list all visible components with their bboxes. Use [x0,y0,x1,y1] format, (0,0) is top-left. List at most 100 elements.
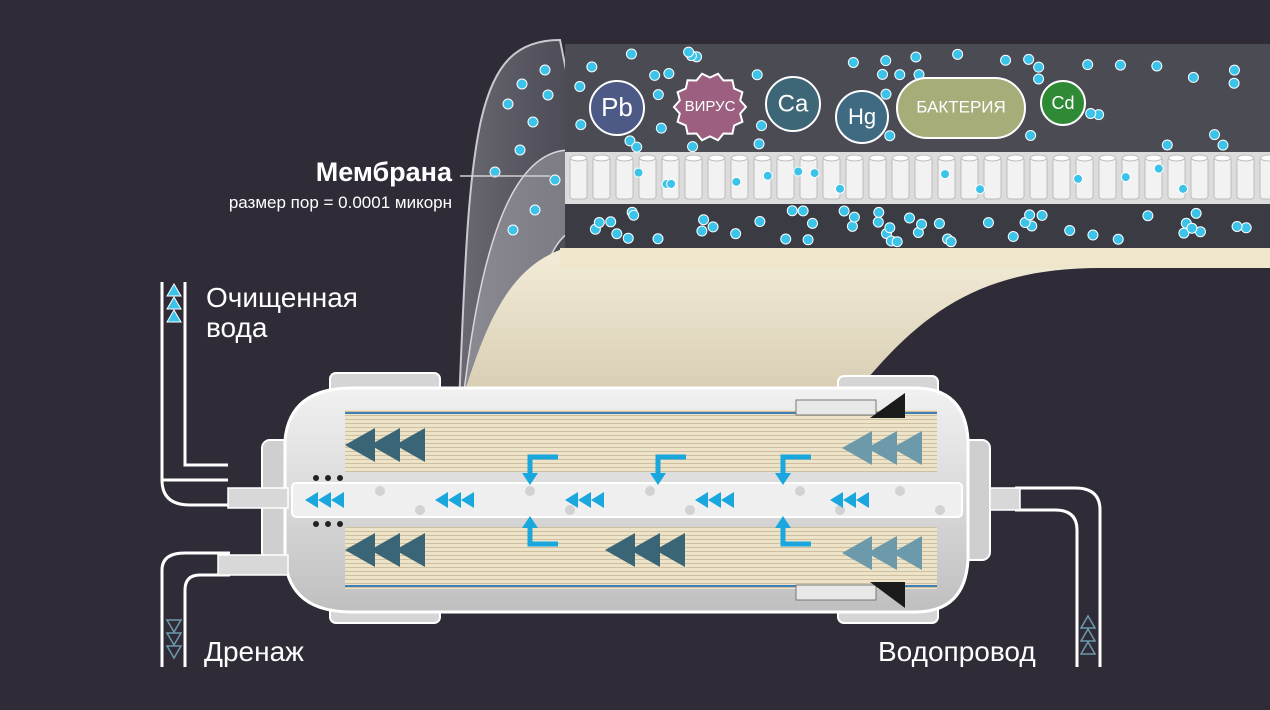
water-drop [1064,224,1076,236]
pore-top [685,154,702,162]
water-drop [762,170,773,181]
pore [776,156,795,200]
permeate-entry-arrow [650,454,686,485]
water-drop [846,220,858,232]
pore [1052,156,1071,200]
entry-arrow-head [522,473,538,485]
water-drop [952,48,964,60]
clean-water-label-line1: Очищенная [206,282,358,313]
water-drop [1036,209,1048,221]
tube-hole [795,486,805,496]
svg-text:Hg: Hg [848,104,876,129]
water-drop [1073,173,1084,184]
pore [592,156,611,200]
water-drop [1228,77,1240,89]
water-drop [797,205,809,217]
water-drop [633,167,644,178]
water-drop [542,89,554,101]
pore-top [1260,154,1270,162]
membrane-roll-top [345,410,937,472]
stream-arrow [867,536,897,570]
contaminant-ca: Ca [765,76,821,132]
water-drop [628,209,640,221]
stream-arrow [345,533,375,567]
water-drop [539,64,551,76]
stream-arrow [605,533,635,567]
water-drop [1120,172,1131,183]
tube-hole [375,486,385,496]
tube-flow-arrow [461,492,474,508]
svg-text:ВИРУС: ВИРУС [685,98,736,115]
water-drop [754,216,766,228]
water-drop [622,232,634,244]
water-drop [663,67,675,79]
contaminant-pb: Pb [589,80,645,136]
contaminant-bacteria: БАКТЕРИЯ [896,77,1026,139]
tube-flow-arrow [331,492,344,508]
water-drop [753,138,765,150]
pore [615,156,634,200]
water-drop [605,216,617,228]
pore-top [869,154,886,162]
stream-arrow [370,428,400,462]
tube-flow-arrow [708,492,721,508]
svg-text:БАКТЕРИЯ: БАКТЕРИЯ [916,97,1006,116]
pipes [160,282,1102,667]
water-drop [516,78,528,90]
contaminant-cd: Cd [1040,80,1086,126]
pore-top [984,154,1001,162]
permeate-flow-arrows [305,492,869,508]
tube-hole [565,505,575,515]
seal-bottom [870,582,905,608]
water-drop [1178,183,1189,194]
water-drop [1024,209,1036,221]
water-drop [945,236,957,248]
pore-size-label: размер пор = 0.0001 микорн [228,193,452,212]
pore-top [1145,154,1162,162]
water-drop [652,233,664,245]
membrane-title: Мембрана [315,157,452,187]
seal-top [870,393,905,418]
water-drop [1112,233,1124,245]
membrane-backing-edge [560,248,1270,268]
pore-top [708,154,725,162]
water-drop [1114,59,1126,71]
water-drop [806,217,818,229]
svg-text:Ca: Ca [778,90,809,117]
water-drop [527,116,539,128]
pore-top [1214,154,1231,162]
permeate-entry-arrow [775,516,811,547]
water-drop [1190,207,1202,219]
water-drop [873,206,885,218]
clean-water-label: Очищенная вода [206,283,358,343]
membrane-pores [569,154,1270,200]
tube-flow-arrow [448,492,461,508]
water-drop [793,166,804,177]
pore [661,156,680,200]
contaminant-virus: ВИРУС [672,72,748,142]
water-drop [1087,229,1099,241]
entry-arrow-head [650,473,666,485]
tube-flow-arrow [578,492,591,508]
tube-hole [685,505,695,515]
water-drop [1187,71,1199,83]
water-drop [834,183,845,194]
water-drop [730,228,742,240]
water-drop [916,218,928,230]
water-drop [549,174,561,186]
water-drop [809,168,820,179]
pore-top [915,154,932,162]
pore-top [1237,154,1254,162]
permeate-entry-arrow [522,454,558,485]
water-drop [1085,107,1097,119]
water-drop [1161,139,1173,151]
water-drop [611,228,623,240]
water-drop [698,214,710,226]
tube-hole [645,486,655,496]
water-drop [529,204,541,216]
water-drop [624,135,636,147]
water-drop [848,211,860,223]
water-drop [666,178,677,189]
tube-flow-arrow [318,492,331,508]
drain-pipe [160,551,230,667]
